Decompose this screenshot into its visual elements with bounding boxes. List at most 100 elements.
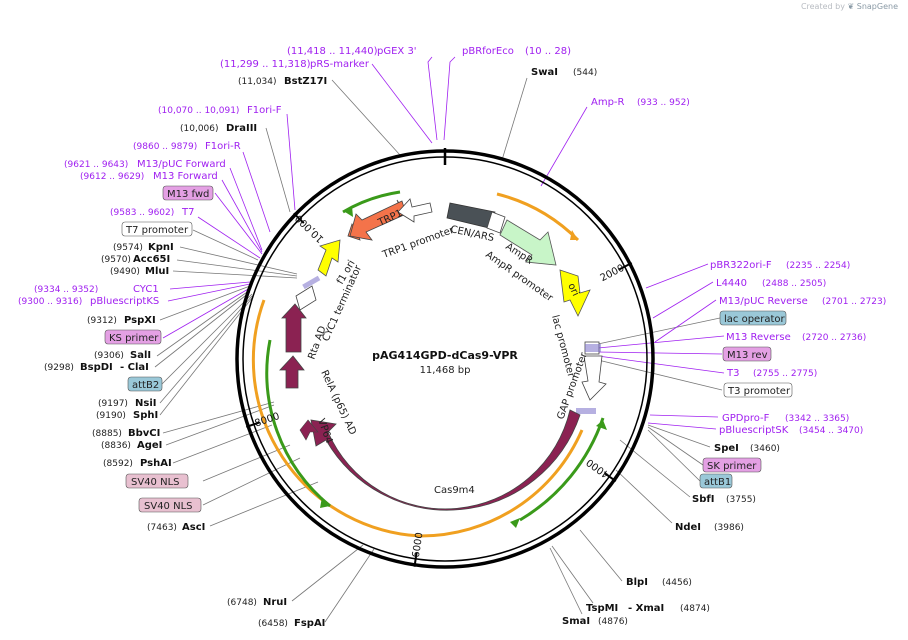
f1-ori-arrow	[317, 239, 341, 277]
ampr-arrow	[499, 219, 557, 266]
attb2-badge	[127, 376, 163, 392]
tspmi-label: TspMI	[586, 603, 618, 614]
connector-nrui	[291, 544, 364, 602]
cas9m4-label: Cas9m4	[434, 485, 475, 496]
inner-features	[279, 198, 607, 528]
mlui-label: MluI	[145, 266, 169, 277]
connector-ampr-primer	[540, 106, 588, 187]
nrui-label: NruI	[263, 597, 287, 608]
sbfi-label: SbfI	[692, 494, 714, 505]
bstz17i-pos: (11,034)	[238, 77, 277, 87]
ampr-primer-label: Amp-R	[591, 97, 625, 108]
m13puc-fwd-range: (9621 .. 9643)	[64, 160, 128, 170]
swai-pos: (544)	[573, 68, 597, 78]
prs-marker-label: pRS-marker	[310, 59, 370, 70]
connector-bbvci	[162, 401, 275, 434]
cyc1-label: CYC1	[133, 284, 159, 295]
ks-primer-label: KS primer	[109, 333, 159, 344]
connector-f1ori-r	[242, 151, 271, 233]
plasmid-name: pAG414GPD-dCas9-VPR	[372, 349, 518, 362]
tick-label: 10,000	[294, 212, 327, 244]
bstz17i-label: BstZ17I	[284, 76, 327, 87]
blpi-label: BlpI	[626, 577, 648, 588]
outer-labels[interactable]: (11,418 .. 11,440) pGEX 3' pBRforEco (10…	[18, 46, 886, 629]
rela-arrow	[279, 355, 305, 389]
cas9m4-arrow	[310, 409, 581, 511]
m13puc-rev-range: (2701 .. 2723)	[822, 297, 886, 307]
pbr322ori-label: pBR322ori-F	[710, 260, 772, 271]
fspai-label: FspAI	[294, 618, 325, 629]
connector-pspxi	[159, 285, 251, 321]
spei-label: SpeI	[714, 443, 739, 454]
ndei-pos: (3986)	[714, 523, 744, 533]
t7-promoter-label: T7 promoter	[125, 225, 189, 236]
credit-prefix: Created by	[800, 2, 845, 11]
connector-ks-primer	[162, 287, 251, 339]
tick-mark	[413, 552, 418, 567]
connector-tspmi	[551, 545, 594, 604]
f1ori-f-label: F1ori-F	[247, 105, 282, 116]
t7-promoter-badge	[121, 221, 193, 237]
connector-bstz17i	[331, 79, 401, 156]
green-arc-left	[265, 339, 331, 508]
bbvci-pos: (8885)	[92, 429, 122, 439]
t7-label: T7	[181, 207, 194, 218]
snapgene-credit: Created by ❦ SnapGene	[801, 2, 898, 11]
pbluescriptks-range: (9300 .. 9316)	[18, 297, 82, 307]
prs-marker-range: (11,299 .. 11,318)	[220, 59, 311, 70]
t3-range: (2755 .. 2775)	[753, 369, 817, 379]
cyc1-terminator-box	[295, 285, 317, 311]
m13-forward-label: M13 Forward	[153, 171, 218, 182]
connector-blpi	[579, 529, 623, 582]
trp1-green-arrowhead	[345, 206, 353, 217]
connector-swai	[501, 77, 528, 161]
ks-primer-badge	[104, 329, 162, 345]
gap-green-arrowhead	[596, 420, 607, 430]
connector-clai	[154, 291, 251, 368]
tick-mark	[603, 472, 617, 482]
trp1-promoter-label: TRP1 promoter	[380, 225, 456, 262]
sk-primer-label: SK primer	[707, 461, 757, 472]
pbrforeco-range: (10 .. 28)	[525, 46, 571, 57]
agei-pos: (8836)	[101, 441, 131, 451]
sv40-nls-badge-2	[138, 497, 202, 513]
sali-pos: (9306)	[94, 351, 124, 361]
f1ori-r-range: (9860 .. 9879)	[133, 142, 197, 152]
connector-prs-marker	[371, 63, 433, 144]
tick-label: 6000	[411, 532, 426, 559]
smai-label: SmaI	[562, 616, 590, 627]
mcs-stripe-left	[302, 275, 321, 290]
ampr-orange-arrowhead	[570, 230, 578, 240]
connector-smai	[549, 547, 583, 615]
pbrforeco-label: pBRforEco	[462, 46, 514, 57]
green-arc-gap	[519, 417, 605, 522]
mcs-stripe-lower	[576, 408, 596, 414]
connector-pbrforeco	[443, 56, 456, 141]
sv40-nls-label-1: SV40 NLS	[131, 477, 180, 488]
l4440-label: L4440	[716, 278, 747, 289]
vp64-arrow	[299, 419, 319, 441]
lac-operator-label: lac operator	[724, 314, 785, 325]
label-connectors	[154, 56, 725, 623]
connector-ndei	[615, 469, 673, 524]
connector-mlui	[172, 270, 298, 279]
connector-sv40-2	[202, 457, 301, 506]
m13-rev-label: M13 rev	[727, 350, 768, 361]
tick-label: 2000	[599, 263, 627, 284]
connector-nsii	[159, 295, 253, 404]
connector-pbluescriptks	[167, 283, 251, 302]
m13-fwd-label: M13 fwd	[167, 189, 209, 200]
gpdpro-label: GPDpro-F	[722, 413, 770, 424]
t3-promoter-label: T3 promoter	[727, 386, 791, 397]
swai-label: SwaI	[531, 67, 558, 78]
lower-green-arrowhead	[510, 518, 520, 528]
attb1-badge	[699, 473, 733, 489]
pgex3-range: (11,418 .. 11,440)	[287, 46, 378, 57]
connector-asci	[209, 481, 319, 527]
connector-lac-operator	[597, 317, 721, 345]
trp1-arrow	[349, 200, 407, 241]
connector-sphi	[159, 297, 253, 416]
tick-mark	[618, 262, 633, 271]
kpni-pos: (9574)	[113, 243, 143, 253]
